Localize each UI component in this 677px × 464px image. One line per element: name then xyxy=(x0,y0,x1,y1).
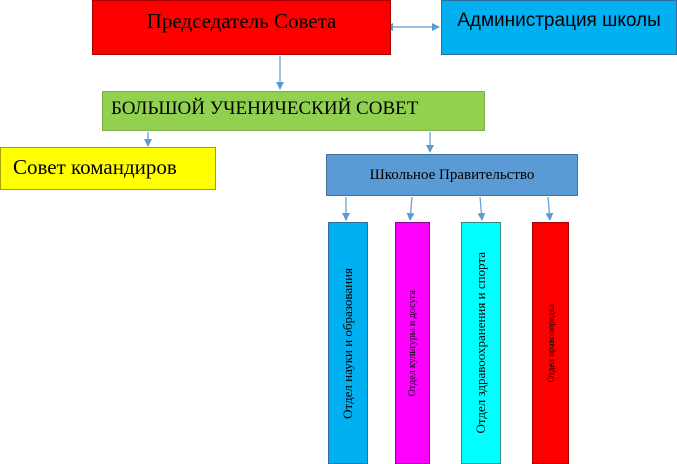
government-dept-4-connector xyxy=(545,196,554,221)
department-science-label: Отдел науки и образования xyxy=(340,267,355,419)
government-dept-2-connector xyxy=(406,196,415,221)
big-council-label: БОЛЬШОЙ УЧЕНИЧЕСКИЙ СОВЕТ xyxy=(111,98,419,119)
chair-box: Председатель Совета xyxy=(92,0,391,55)
big-council-box: БОЛЬШОЙ УЧЕНИЧЕСКИЙ СОВЕТ xyxy=(102,91,485,131)
department-health-label: Отдел здравоохранения и спорта xyxy=(473,252,488,434)
department-culture-label: Отдел культуры и досуга xyxy=(407,289,418,397)
commanders-label: Совет командиров xyxy=(13,155,177,179)
government-box: Школьное Правительство xyxy=(326,154,578,196)
department-order-box: Отдел правопорядка xyxy=(532,222,569,464)
commanders-box: Совет командиров xyxy=(0,147,216,190)
department-order-label: Отдел правопорядка xyxy=(545,303,556,383)
government-dept-3-connector xyxy=(477,196,486,221)
chair-label: Председатель Совета xyxy=(146,9,337,33)
department-science-box: Отдел науки и образования xyxy=(328,222,368,464)
government-label: Школьное Правительство xyxy=(369,166,535,183)
department-health-box: Отдел здравоохранения и спорта xyxy=(461,222,501,464)
administration-label: Администрация школы xyxy=(457,10,661,31)
administration-box: Администрация школы xyxy=(441,0,677,55)
department-culture-box: Отдел культуры и досуга xyxy=(395,222,430,464)
